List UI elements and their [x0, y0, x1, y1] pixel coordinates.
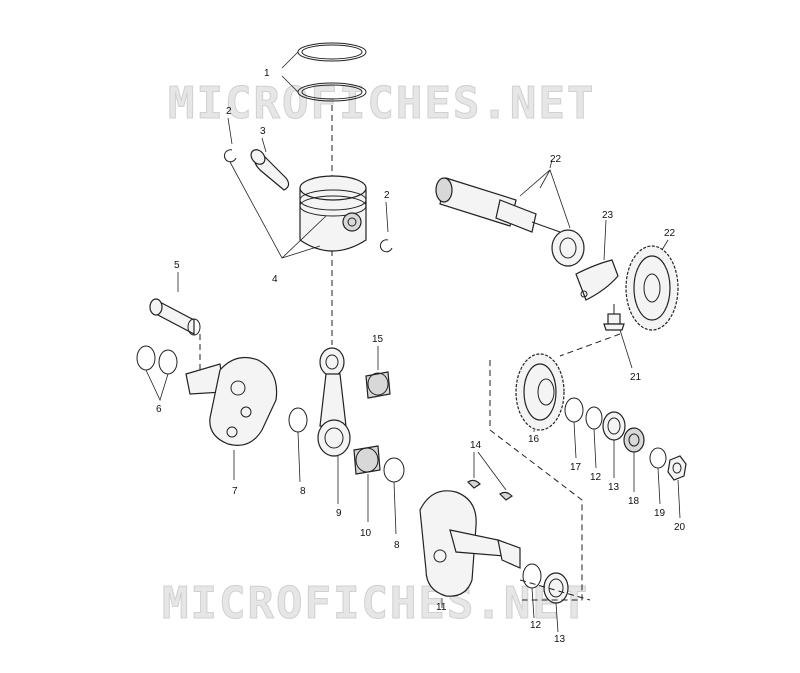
callout-11: 11 [436, 602, 447, 613]
needle-bearing-15 [365, 371, 391, 399]
crankshaft-left [185, 357, 278, 446]
callout-2-left: 2 [226, 106, 232, 117]
shim-left-a [136, 345, 156, 371]
piston-rings [297, 42, 367, 102]
thrust-washer-left [288, 407, 308, 433]
callout-labels: 1 2 3 2 4 5 6 7 8 9 10 8 11 12 13 14 15 … [156, 68, 686, 645]
circlip-left [223, 149, 237, 163]
washer-19 [649, 447, 667, 469]
callout-13-lower: 13 [554, 634, 566, 645]
callout-3: 3 [260, 126, 266, 137]
starter-bearing [551, 229, 585, 267]
callout-14: 14 [470, 440, 482, 451]
drive-gear [515, 353, 565, 431]
callout-15: 15 [372, 334, 384, 345]
callout-12-lower: 12 [530, 620, 542, 631]
washer-17 [564, 397, 584, 423]
nut-20 [667, 455, 687, 481]
callout-17: 17 [570, 462, 582, 473]
shim-left-b [158, 349, 178, 375]
needle-bearing-small [149, 298, 201, 336]
callout-19: 19 [654, 508, 666, 519]
callout-22-right: 22 [664, 228, 676, 239]
connecting-rod [317, 347, 351, 457]
callout-18: 18 [628, 496, 640, 507]
castle-nut [623, 427, 645, 453]
bolt [603, 304, 625, 331]
circlip-right [379, 239, 393, 253]
oil-seal-upper [602, 411, 626, 441]
oring-upper [585, 406, 603, 430]
callout-23: 23 [602, 210, 614, 221]
key-a [467, 479, 481, 489]
callout-8-right: 8 [394, 540, 400, 551]
piston [299, 175, 367, 252]
callout-1: 1 [264, 68, 270, 79]
callout-13-upper: 13 [608, 482, 620, 493]
callout-8-left: 8 [300, 486, 306, 497]
callout-9: 9 [336, 508, 342, 519]
needle-bearing-10 [353, 445, 381, 475]
watermark-top: MICROFICHES.NET [168, 78, 595, 129]
thrust-washer-right [383, 457, 405, 483]
callout-4: 4 [272, 274, 278, 285]
callout-7: 7 [232, 486, 238, 497]
mounting-bracket [575, 259, 619, 301]
callout-10: 10 [360, 528, 372, 539]
callout-2-right: 2 [384, 190, 390, 201]
callout-21: 21 [630, 372, 642, 383]
key-b [499, 491, 513, 501]
crankshaft-right [419, 490, 521, 597]
idler-gear [625, 245, 679, 331]
callout-5: 5 [174, 260, 180, 271]
piston-pin [250, 149, 290, 191]
callout-6: 6 [156, 404, 162, 415]
oil-seal-lower [543, 572, 569, 604]
callout-22-left: 22 [550, 154, 562, 165]
callout-16: 16 [528, 434, 540, 445]
callout-20: 20 [674, 522, 686, 533]
callout-12-upper: 12 [590, 472, 602, 483]
watermark-bottom: MICROFICHES.NET [162, 578, 589, 629]
starter-motor [435, 177, 561, 233]
